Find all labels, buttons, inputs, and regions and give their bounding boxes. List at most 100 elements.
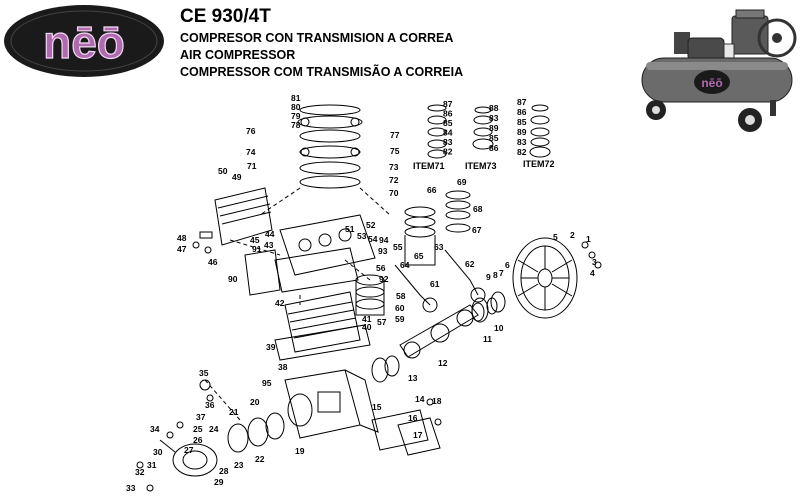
callout-7: 7 — [499, 268, 504, 278]
callout-14: 14 — [415, 394, 425, 404]
connecting-rod-left — [394, 264, 431, 306]
callout-48: 48 — [177, 233, 187, 243]
callout-49: 49 — [232, 172, 242, 182]
callout-90: 90 — [228, 274, 238, 284]
callout-42: 42 — [275, 298, 285, 308]
callout-54: 54 — [368, 234, 378, 244]
callout-19: 19 — [295, 446, 305, 456]
callout-79: 79 — [291, 111, 301, 121]
callout-92: 92 — [379, 274, 389, 284]
item-part-83: 83 — [489, 113, 499, 123]
item-group-label: ITEM71 — [413, 161, 445, 171]
item-group-label: ITEM72 — [523, 159, 555, 169]
item-part-88: 88 — [489, 103, 499, 113]
cylinder-head-center — [279, 214, 376, 276]
callout-44: 44 — [265, 229, 275, 239]
callout-33: 33 — [126, 483, 136, 493]
callout-10: 10 — [494, 323, 504, 333]
callout-12: 12 — [438, 358, 448, 368]
callout-59: 59 — [395, 314, 405, 324]
callout-1: 1 — [586, 234, 591, 244]
callout-25: 25 — [193, 424, 203, 434]
callout-70: 70 — [389, 188, 399, 198]
callout-38: 38 — [278, 362, 288, 372]
callout-11: 11 — [483, 334, 492, 344]
item-part-84: 84 — [443, 128, 453, 138]
callout-23: 23 — [234, 460, 244, 470]
subtitle-portuguese: COMPRESSOR COM TRANSMISÃO A CORREIA — [180, 65, 464, 79]
callout-91: 91 — [252, 244, 262, 254]
neo-logo: nēō — [4, 5, 164, 77]
item-part-82: 82 — [443, 147, 453, 157]
callout-37: 37 — [196, 412, 206, 422]
callout-40: 40 — [362, 322, 372, 332]
valve-stack — [259, 104, 391, 216]
callout-78: 78 — [291, 120, 301, 130]
callout-50: 50 — [218, 166, 228, 176]
callout-26: 26 — [193, 435, 203, 445]
piston-upper — [404, 206, 436, 266]
callout-21: 21 — [229, 407, 239, 417]
callout-74: 74 — [246, 147, 256, 157]
callout-41: 41 — [362, 314, 372, 324]
callout-35: 35 — [199, 368, 209, 378]
callout-46: 46 — [208, 257, 218, 267]
seal-rings — [227, 412, 285, 453]
callout-61: 61 — [430, 279, 440, 289]
callout-62: 62 — [465, 259, 475, 269]
side-cover — [244, 249, 281, 296]
callout-34: 34 — [150, 424, 160, 434]
callout-24: 24 — [209, 424, 219, 434]
item-part-86: 86 — [489, 143, 499, 153]
callout-27: 27 — [184, 445, 194, 455]
callout-76: 76 — [246, 126, 256, 136]
callout-32: 32 — [135, 467, 145, 477]
item-part-87: 87 — [443, 99, 453, 109]
callout-60: 60 — [395, 303, 405, 313]
item-part-89: 89 — [517, 127, 527, 137]
callout-20: 20 — [250, 397, 260, 407]
callout-15: 15 — [372, 402, 382, 412]
item-part-87: 87 — [517, 97, 527, 107]
callout-22: 22 — [255, 454, 265, 464]
callout-30: 30 — [153, 447, 163, 457]
item71-stack — [427, 104, 447, 159]
cylinder-head-left — [199, 187, 273, 246]
subtitle-spanish: COMPRESOR CON TRANSMISION A CORREA — [180, 31, 454, 45]
callout-75: 75 — [390, 146, 400, 156]
bearing-rings — [371, 291, 506, 383]
callout-64: 64 — [400, 260, 410, 270]
callout-5: 5 — [553, 232, 558, 242]
callout-68: 68 — [473, 204, 483, 214]
callout-58: 58 — [396, 291, 406, 301]
item-part-89: 89 — [489, 123, 499, 133]
item-part-86: 86 — [517, 107, 527, 117]
callout-95: 95 — [262, 378, 272, 388]
exploded-view-diagram: 878685848382ITEM718883898586ITEM73878685… — [126, 93, 602, 493]
callout-55: 55 — [393, 242, 403, 252]
callout-47: 47 — [177, 244, 187, 254]
flywheel-pulley — [512, 237, 578, 319]
callout-65: 65 — [414, 251, 424, 261]
callout-9: 9 — [486, 272, 491, 282]
item-part-82: 82 — [517, 147, 527, 157]
piston-left — [355, 274, 385, 316]
item-part-85: 85 — [443, 118, 453, 128]
callout-81: 81 — [291, 93, 301, 103]
callout-63: 63 — [434, 242, 444, 252]
callout-29: 29 — [214, 477, 224, 487]
callout-36: 36 — [205, 400, 215, 410]
item-part-83: 83 — [443, 137, 453, 147]
callout-67: 67 — [472, 225, 482, 235]
callout-93: 93 — [378, 246, 388, 256]
callout-80: 80 — [291, 102, 301, 112]
air-compressor-icon: nēō — [641, 9, 797, 132]
callout-56: 56 — [376, 263, 386, 273]
crankshaft — [399, 297, 498, 359]
inspection-plate — [371, 409, 441, 456]
connecting-rod-right — [444, 249, 479, 296]
callout-72: 72 — [389, 175, 399, 185]
callout-71: 71 — [247, 161, 257, 171]
item-part-83: 83 — [517, 137, 527, 147]
